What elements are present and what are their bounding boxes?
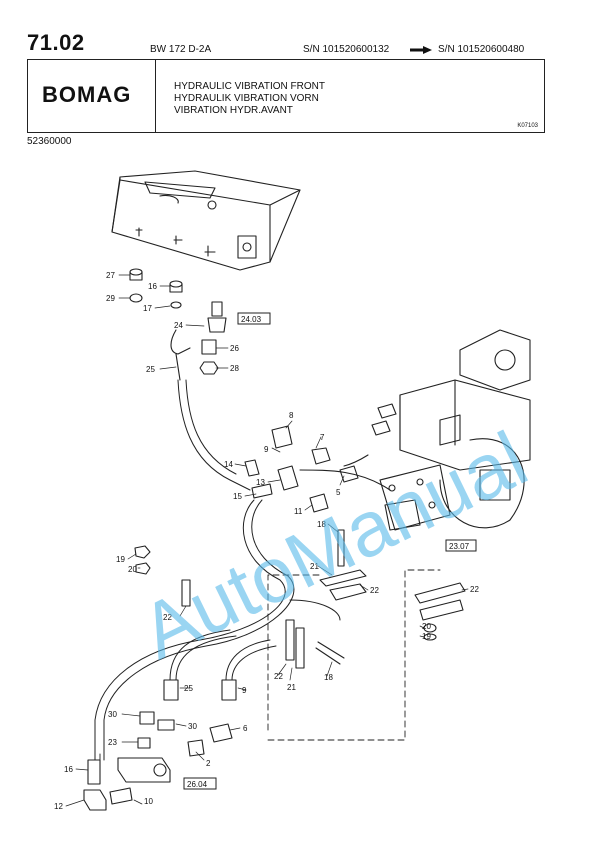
- callout: 28: [230, 364, 239, 373]
- callout: 15: [233, 492, 242, 501]
- pump-assembly: [299, 329, 531, 531]
- callout: 22: [163, 613, 172, 622]
- callout: 2: [206, 759, 211, 768]
- brackets: [181, 569, 466, 669]
- callout: 18: [317, 520, 326, 529]
- hoses: [94, 379, 341, 761]
- callout: 19: [422, 632, 431, 641]
- callout: 23: [108, 738, 117, 747]
- title-german: HYDRAULIK VIBRATION VORN: [174, 93, 319, 104]
- callout: 9: [242, 686, 247, 695]
- callout: 22: [370, 586, 379, 595]
- callout: 16: [64, 765, 73, 774]
- ref-label-1: 24.03: [241, 315, 262, 324]
- title-block: BOMAG HYDRAULIC VIBRATION FRONT HYDRAULI…: [27, 59, 545, 133]
- callout: 6: [243, 724, 248, 733]
- title-french: VIBRATION HYDR.AVANT: [174, 105, 293, 116]
- watermark: AutoManual: [127, 414, 540, 676]
- arrow-right-icon: [410, 46, 432, 54]
- callout: 22: [274, 672, 283, 681]
- callout: 19: [116, 555, 125, 564]
- ref-box-3: 26.04: [183, 777, 217, 790]
- callout: 30: [108, 710, 117, 719]
- callout: 8: [289, 411, 294, 420]
- serial-to: S/N 101520600480: [438, 44, 525, 55]
- part-number: 52360000: [27, 136, 72, 147]
- callout: 11: [294, 507, 303, 516]
- figure-code: K07103: [517, 123, 538, 129]
- callout: 17: [143, 304, 152, 313]
- callout: 5: [336, 488, 341, 497]
- model-label: BW 172 D-2A: [150, 44, 212, 55]
- hydraulic-tank: [111, 170, 301, 271]
- callout: 27: [106, 271, 115, 280]
- lower-fittings: [83, 679, 237, 811]
- callout: 7: [320, 433, 325, 442]
- title-divider: [155, 60, 156, 133]
- leader-lines: [65, 274, 469, 807]
- callout: 25: [146, 365, 155, 374]
- serial-from: S/N 101520600132: [303, 44, 390, 55]
- exploded-diagram: 24.03 23.07 26.04 27 16 29 17 24 26 25 2…: [54, 170, 540, 811]
- ref-box-2: 23.07: [445, 539, 477, 552]
- callouts: 27 16 29 17 24 26 25 28 8 7 9 14 13 5 15…: [54, 271, 479, 811]
- tank-fittings: [129, 268, 227, 381]
- callout: 13: [256, 478, 265, 487]
- title-english: HYDRAULIC VIBRATION FRONT: [174, 81, 325, 92]
- callout: 18: [324, 673, 333, 682]
- callout: 16: [148, 282, 157, 291]
- callout: 25: [184, 684, 193, 693]
- callout: 29: [106, 294, 115, 303]
- brand-logo: BOMAG: [42, 82, 132, 107]
- ref-box-1: 24.03: [237, 312, 271, 325]
- callout: 24: [174, 321, 183, 330]
- callout: 9: [264, 445, 269, 454]
- callout: 30: [188, 722, 197, 731]
- ref-label-2: 23.07: [449, 542, 470, 551]
- callout: 14: [224, 460, 233, 469]
- middle-fittings: [134, 425, 359, 575]
- ref-label-3: 26.04: [187, 780, 208, 789]
- callout: 21: [310, 562, 319, 571]
- callout: 12: [54, 802, 63, 811]
- page-number: 71.02: [27, 30, 85, 55]
- callout: 22: [470, 585, 479, 594]
- callout: 10: [144, 797, 153, 806]
- callout: 21: [287, 683, 296, 692]
- callout: 26: [230, 344, 239, 353]
- callout: 20: [128, 565, 137, 574]
- callout: 20: [422, 622, 431, 631]
